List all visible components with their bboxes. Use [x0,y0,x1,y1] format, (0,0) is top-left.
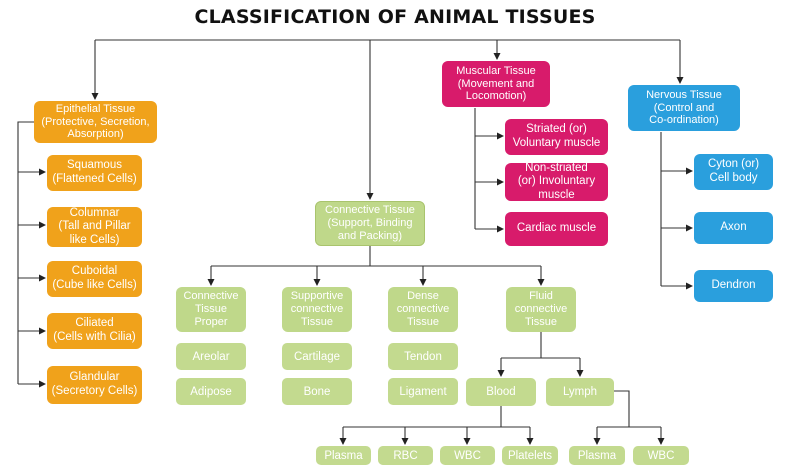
dendron-node: Dendron [694,270,773,302]
squamous-node: Squamous (Flattened Cells) [47,155,142,191]
diagram-title: CLASSIFICATION OF ANIMAL TISSUES [194,6,596,28]
adipose-node: Adipose [176,378,246,405]
tendon-node: Tendon [388,343,458,370]
cardiac-muscle-node: Cardiac muscle [505,212,608,246]
supportive-connective-tissue-node: Supportive connective Tissue [282,287,352,332]
lymph-connector [614,390,630,427]
epithelial-spine [17,121,34,384]
fluid-connective-tissue-node: Fluid connective Tissue [506,287,576,332]
blood-wbc-node: WBC [440,446,495,465]
blood-rbc-node: RBC [378,446,433,465]
cyton-node: Cyton (or) Cell body [694,154,773,190]
nervous-tissue-node: Nervous Tissue (Control and Co-ordinatio… [628,85,740,131]
blood-node: Blood [466,378,536,406]
non-striated-muscle-node: Non-striated (or) Involuntary muscle [505,162,608,201]
blood-platelets-node: Platelets [502,446,558,465]
lymph-node: Lymph [546,378,614,406]
connective-tissue-proper-node: Connective Tissue Proper [176,287,246,332]
striated-muscle-node: Striated (or) Voluntary muscle [505,119,608,155]
ciliated-node: Ciliated (Cells with Cilia) [47,313,142,349]
muscular-tissue-node: Muscular Tissue (Movement and Locomotion… [442,61,550,107]
cuboidal-node: Cuboidal (Cube like Cells) [47,261,142,297]
lymph-plasma-node: Plasma [569,446,625,465]
columnar-node: Columnar (Tall and Pillar like Cells) [47,207,142,247]
glandular-node: Glandular (Secretory Cells) [47,366,142,404]
bone-node: Bone [282,378,352,405]
ligament-node: Ligament [388,378,458,405]
blood-plasma-node: Plasma [316,446,371,465]
dense-connective-tissue-node: Dense connective Tissue [388,287,458,332]
lymph-wbc-node: WBC [633,446,689,465]
axon-node: Axon [694,212,773,244]
connective-tissue-node: Connective Tissue (Support, Binding and … [315,201,425,246]
cartilage-node: Cartilage [282,343,352,370]
areolar-node: Areolar [176,343,246,370]
epithelial-tissue-node: Epithelial Tissue (Protective, Secretion… [34,101,157,143]
